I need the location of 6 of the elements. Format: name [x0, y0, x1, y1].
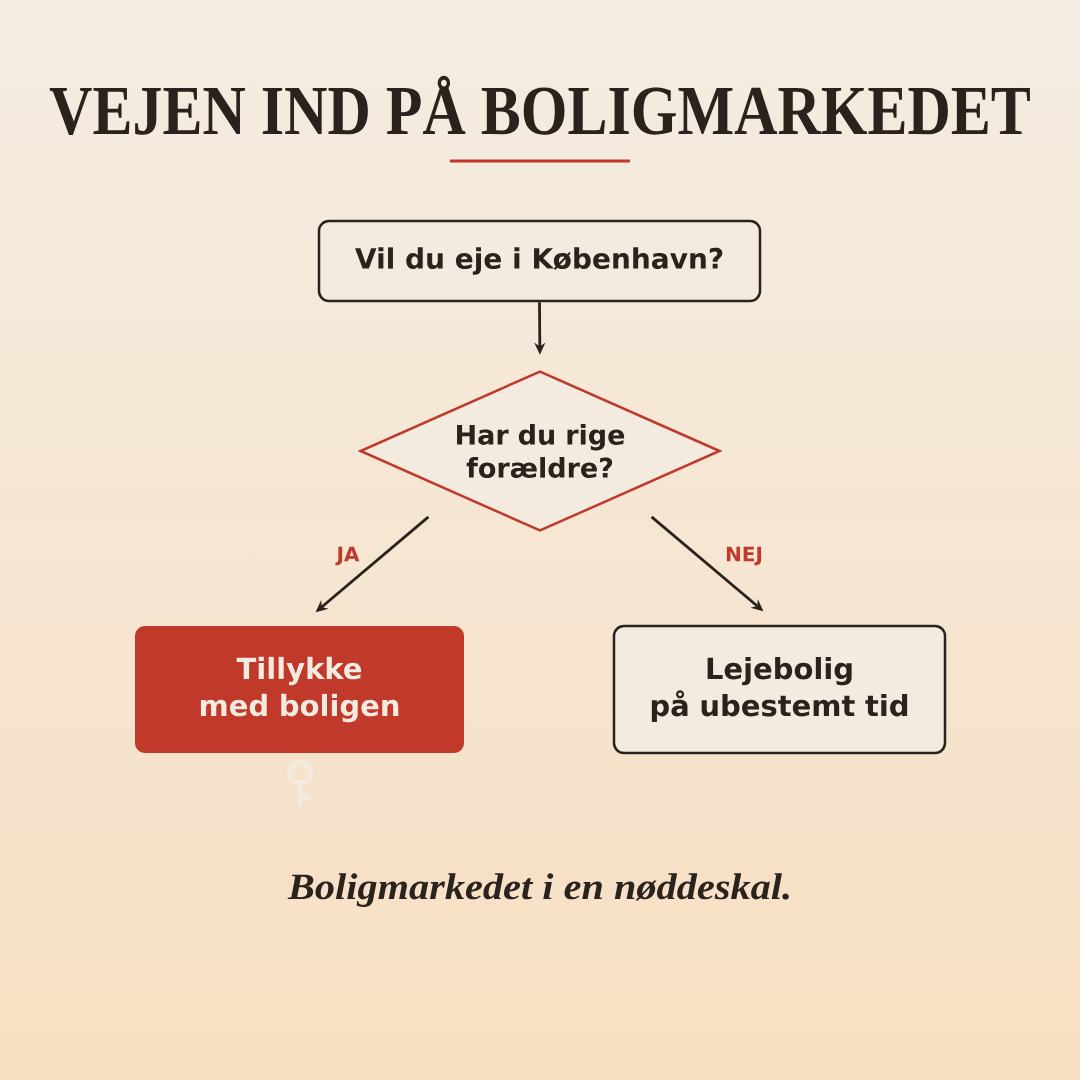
question-box: Vil du eje i København?	[317, 219, 762, 303]
result-box: Lejebolig på ubestemt tid	[612, 624, 947, 755]
caption: Boligmarkedet i en nøddeskal.	[287, 873, 789, 907]
title: VEJEN IND PÅ BOLIGMARKEDET	[49, 75, 1030, 136]
edge-label: NEJ	[723, 544, 765, 568]
result-box: Tillykke med boligen	[135, 626, 464, 753]
